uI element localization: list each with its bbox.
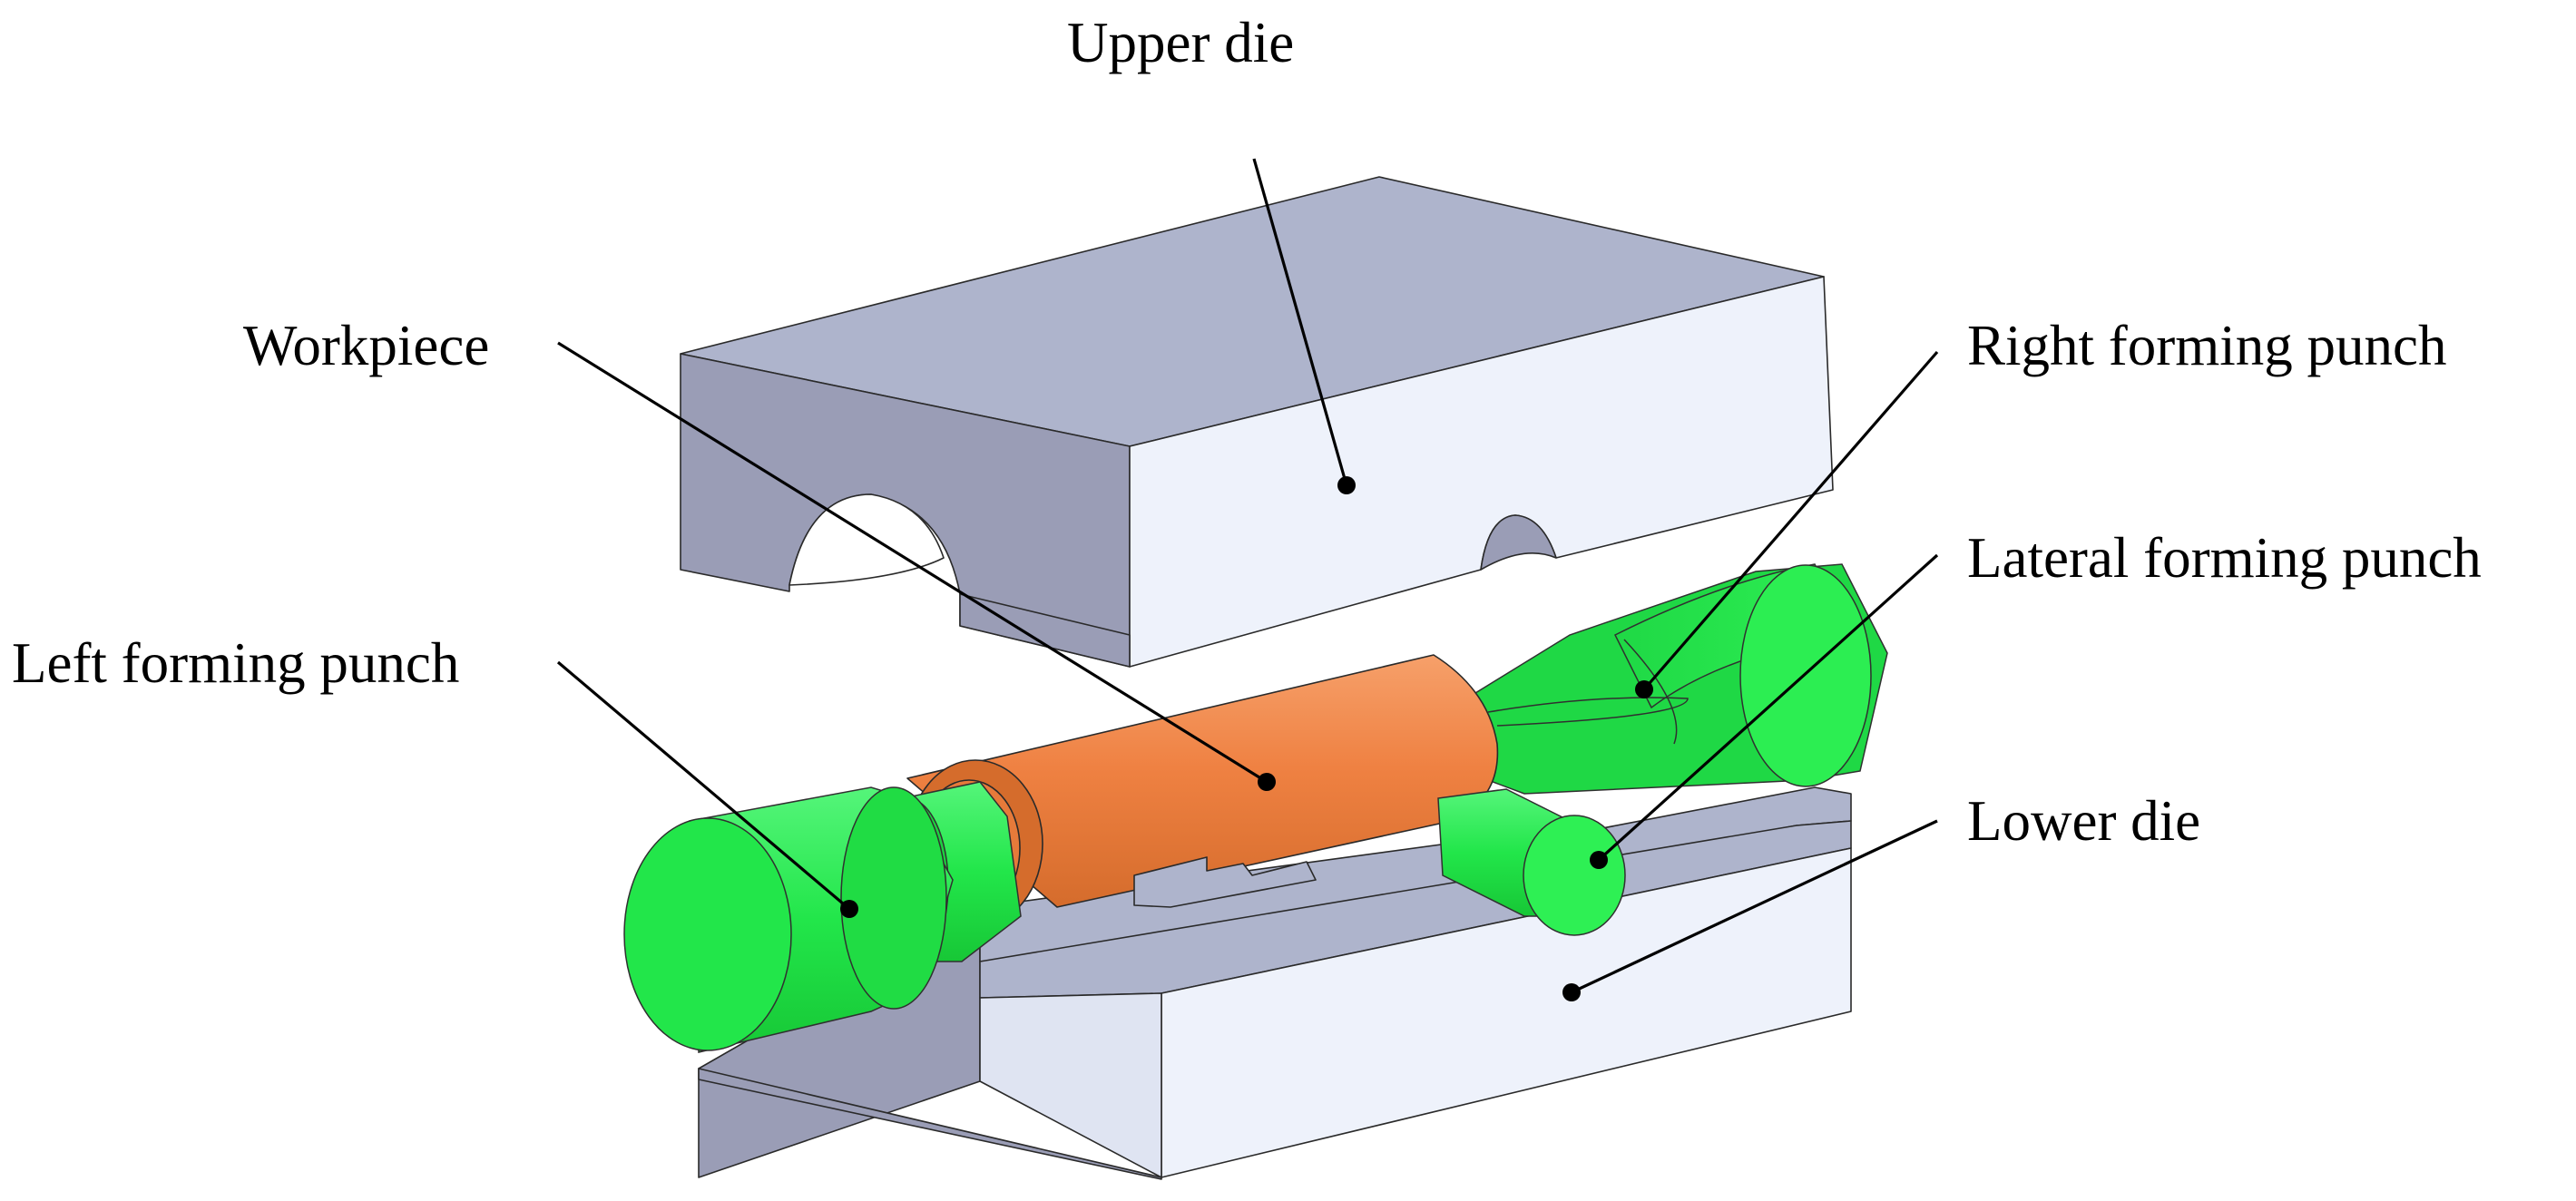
dot-lateral-forming-punch — [1590, 851, 1608, 869]
label-right-forming-punch: Right forming punch — [1967, 314, 2447, 377]
upper-die-arch-inner — [788, 493, 945, 586]
upper-die-notch — [1480, 514, 1557, 571]
right-punch-end-face — [1739, 564, 1872, 787]
lower-die-front-left — [979, 992, 1162, 1178]
leader-upper-die — [1252, 158, 1348, 486]
dot-workpiece — [1258, 773, 1276, 791]
right-punch-groove — [1487, 697, 1689, 727]
left-forming-punch — [623, 781, 1022, 1053]
leader-lateral-forming-punch — [1597, 553, 1939, 862]
label-upper-die: Upper die — [1067, 11, 1295, 74]
right-punch-seam — [1623, 639, 1678, 745]
leader-workpiece — [557, 341, 1268, 784]
label-lower-die: Lower die — [1967, 789, 2201, 853]
label-left-forming-punch: Left forming punch — [12, 631, 460, 695]
leader-lines — [556, 158, 1939, 1001]
dot-right-forming-punch — [1635, 680, 1653, 698]
lower-die — [698, 786, 1852, 1180]
upper-die-bottom-step — [959, 593, 1131, 668]
lower-die-bottom-face — [698, 1068, 1162, 1180]
label-lateral-forming-punch: Lateral forming punch — [1967, 526, 2482, 590]
workpiece-bottom-notch — [1133, 856, 1317, 908]
dot-upper-die — [1337, 476, 1356, 494]
left-punch-end-face — [623, 817, 792, 1051]
leader-left-forming-punch — [556, 660, 851, 911]
leader-right-forming-punch — [1642, 350, 1939, 691]
lateral-punch-end-face — [1523, 815, 1626, 936]
right-forming-punch — [1451, 563, 1888, 795]
label-workpiece: Workpiece — [243, 314, 490, 377]
lateral-forming-punch — [1437, 788, 1626, 936]
dot-left-forming-punch — [840, 900, 858, 918]
dot-lower-die — [1562, 983, 1581, 1001]
left-punch-collar — [840, 786, 947, 1010]
leader-lower-die — [1571, 819, 1938, 994]
upper-die — [680, 176, 1834, 668]
